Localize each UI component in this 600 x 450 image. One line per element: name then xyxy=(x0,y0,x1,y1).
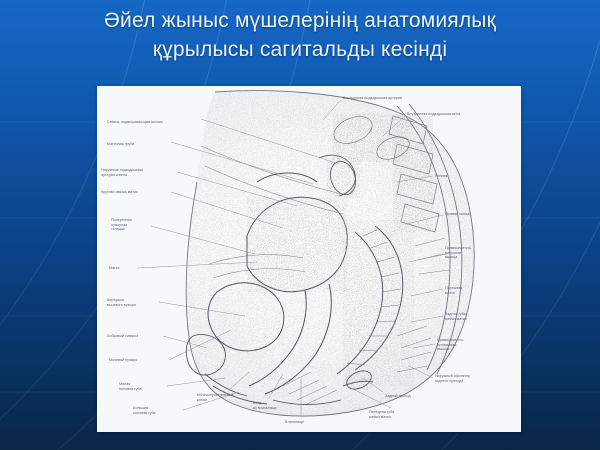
slide-title-line-2: құрылысы сагитальды кесінді xyxy=(152,38,448,61)
anatomy-label: Прямокишечно- маточная мышца xyxy=(445,246,473,260)
anatomy-label: Круглая связка матки xyxy=(101,190,138,194)
anatomy-label: Яичник xyxy=(435,174,448,178)
anatomy-label: Влагалище xyxy=(285,420,305,424)
anatomy-label: Перешеек матки xyxy=(445,286,463,295)
anatomy-label: Наружный сфинктер заднего прохода xyxy=(435,374,471,383)
anatomy-diagram-illustration xyxy=(97,86,521,432)
anatomy-label: Большая половая губа xyxy=(133,406,156,415)
anatomy-label: Вход во влагалище xyxy=(253,401,277,410)
anatomy-label: Передняя губа шейки матки xyxy=(369,410,395,419)
anatomy-label: Наружные подвздошные артерия и вена xyxy=(101,168,144,177)
anatomy-label: Прямая кишка xyxy=(445,212,470,216)
slide-title-line-1: Әйел жыныс мүшелерінің анатомиялық xyxy=(104,9,496,32)
anatomy-label: Внутренняя подвздошная артерия xyxy=(343,96,402,100)
anatomy-label: Верхушка мочевого пузыря xyxy=(107,298,136,307)
anatomy-label: Задний проход xyxy=(385,394,411,398)
anatomy-label: Лобковый симфиз xyxy=(107,334,139,338)
anatomy-label: Прямокишечно- копчиковая мышца xyxy=(437,338,465,352)
anatomy-label: Задняя губа шейки матки xyxy=(445,312,467,321)
anatomy-label: Внутренняя подвздошная вена xyxy=(407,112,461,116)
anatomy-label: Поперечная пузырная складка xyxy=(111,218,132,232)
anatomy-label: Маточная труба xyxy=(107,142,135,146)
anatomy-label: Связка, подвешивающая яичник xyxy=(107,120,163,124)
anatomy-label: Матка xyxy=(109,266,120,270)
slide-title: Әйел жыныс мүшелерінің анатомиялық құрыл… xyxy=(0,6,600,64)
anatomy-label: Мочеиспускательный канал xyxy=(197,393,234,402)
anatomy-label: Малая половая губа xyxy=(119,382,142,391)
anatomy-label: Мочевой пузырь xyxy=(109,358,138,362)
